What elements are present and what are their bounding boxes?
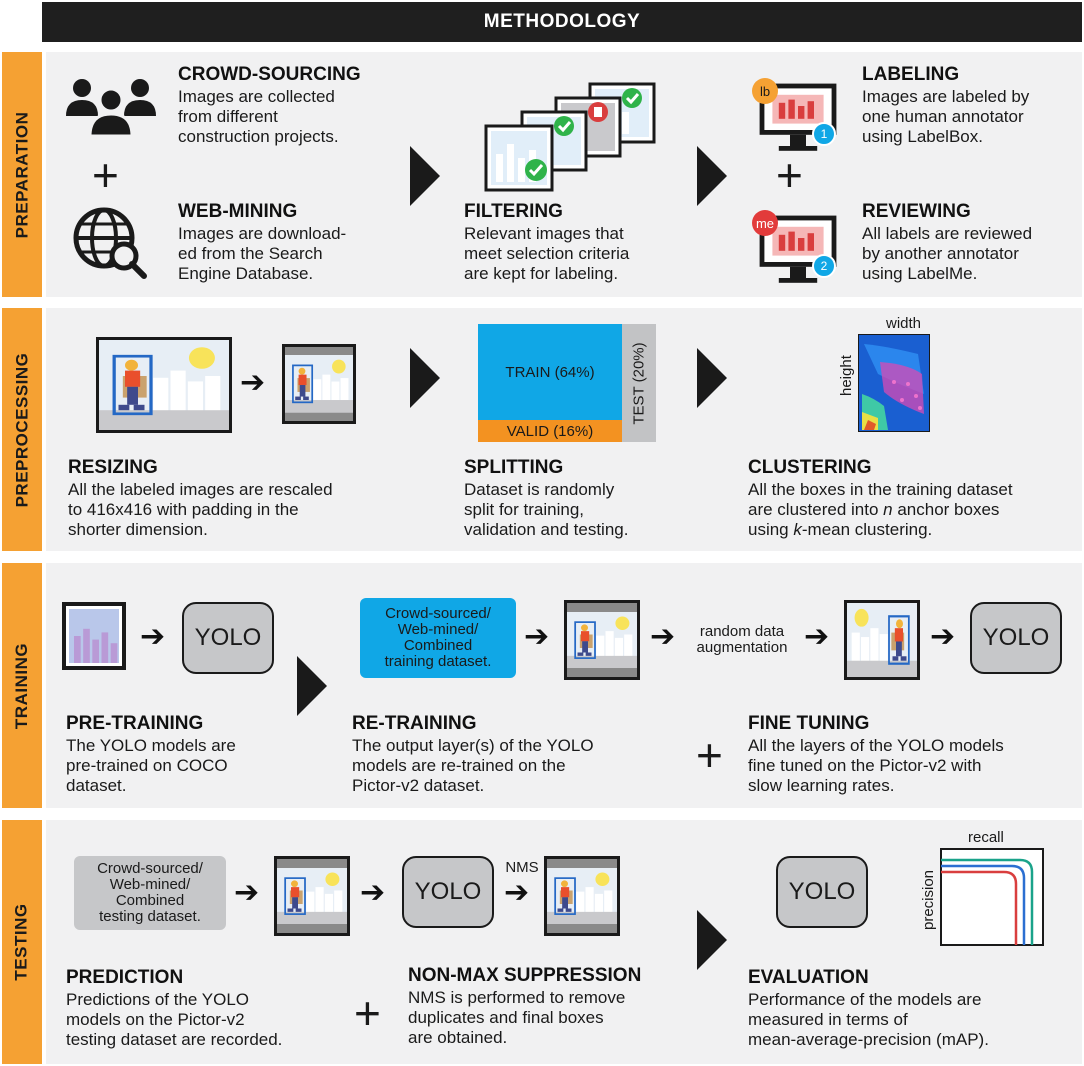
precision-recall-curve bbox=[940, 848, 1044, 946]
plus-icon: + bbox=[776, 149, 803, 201]
plus-icon: + bbox=[92, 149, 119, 201]
filtering-heading: FILTERING bbox=[464, 201, 563, 222]
width-axis-label: width bbox=[886, 315, 922, 332]
section-label-preprocessing: PREPROCESSING bbox=[2, 308, 42, 551]
section-label-preparation: PREPARATION bbox=[2, 52, 42, 297]
flow-arrow-triangle bbox=[697, 348, 727, 408]
clustering-text: All the boxes in the training dataset ar… bbox=[748, 480, 1013, 539]
flow-arrow-triangle bbox=[697, 146, 727, 206]
nms-label: NMS bbox=[505, 859, 539, 876]
cluster-scatter-plot bbox=[858, 334, 930, 432]
labelbox-monitor-icon: lb 1 bbox=[752, 78, 838, 154]
labeling-heading: LABELING bbox=[862, 64, 960, 85]
preparation-panel bbox=[46, 52, 1082, 297]
test-split-block: TEST (20%) bbox=[622, 324, 656, 442]
nms-result-image bbox=[544, 856, 620, 936]
fine-tuning-heading: FINE TUNING bbox=[748, 713, 870, 734]
plus-icon: + bbox=[354, 987, 381, 1039]
training-image bbox=[564, 600, 640, 680]
arrow-right-icon: ➔ bbox=[140, 620, 166, 653]
section-label-testing: TESTING bbox=[2, 820, 42, 1064]
height-axis-label: height bbox=[838, 355, 855, 396]
arrow-right-icon: ➔ bbox=[360, 876, 386, 909]
yolo-model-box: YOLO bbox=[182, 602, 274, 674]
prediction-heading: PREDICTION bbox=[66, 967, 184, 988]
arrow-right-icon: ➔ bbox=[504, 876, 530, 909]
resized-image bbox=[282, 344, 356, 424]
image-stack-icon bbox=[484, 82, 656, 192]
flow-arrow-triangle bbox=[697, 910, 727, 970]
coco-image-icon bbox=[62, 602, 126, 670]
evaluation-heading: EVALUATION bbox=[748, 967, 869, 988]
globe-search-icon bbox=[73, 207, 147, 279]
resize-source-image bbox=[96, 337, 232, 433]
arrow-right-icon: ➔ bbox=[234, 876, 260, 909]
pre-training-heading: PRE-TRAINING bbox=[66, 713, 204, 734]
testing-image bbox=[274, 856, 350, 936]
re-training-heading: RE-TRAINING bbox=[352, 713, 477, 734]
crowd-sourcing-heading: CROWD-SOURCING bbox=[178, 64, 361, 85]
yolo-model-box: YOLO bbox=[402, 856, 494, 928]
section-label-training: TRAINING bbox=[2, 563, 42, 808]
web-mining-heading: WEB-MINING bbox=[178, 201, 298, 222]
people-group-icon bbox=[66, 79, 156, 138]
yolo-model-box: YOLO bbox=[970, 602, 1062, 674]
augmented-image bbox=[844, 600, 920, 680]
methodology-title: METHODOLOGY bbox=[42, 2, 1082, 42]
clustering-heading: CLUSTERING bbox=[748, 457, 872, 478]
plus-icon: + bbox=[696, 729, 723, 781]
arrow-right-icon: ➔ bbox=[240, 366, 266, 399]
valid-split-block: VALID (16%) bbox=[478, 420, 622, 442]
precision-axis-label: precision bbox=[920, 869, 937, 930]
arrow-right-icon: ➔ bbox=[930, 620, 956, 653]
train-split-block: TRAIN (64%) bbox=[478, 324, 622, 420]
resizing-heading: RESIZING bbox=[68, 457, 158, 478]
yolo-model-box: YOLO bbox=[776, 856, 868, 928]
arrow-right-icon: ➔ bbox=[650, 620, 676, 653]
splitting-heading: SPLITTING bbox=[464, 457, 564, 478]
flow-arrow-triangle bbox=[410, 348, 440, 408]
recall-axis-label: recall bbox=[968, 829, 1004, 846]
flow-arrow-triangle bbox=[297, 656, 327, 716]
reviewing-heading: REVIEWING bbox=[862, 201, 971, 222]
arrow-right-icon: ➔ bbox=[524, 620, 550, 653]
arrow-right-icon: ➔ bbox=[804, 620, 830, 653]
nms-heading: NON-MAX SUPPRESSION bbox=[408, 965, 642, 986]
flow-arrow-triangle bbox=[410, 146, 440, 206]
labelme-monitor-icon: me 2 bbox=[752, 210, 838, 286]
